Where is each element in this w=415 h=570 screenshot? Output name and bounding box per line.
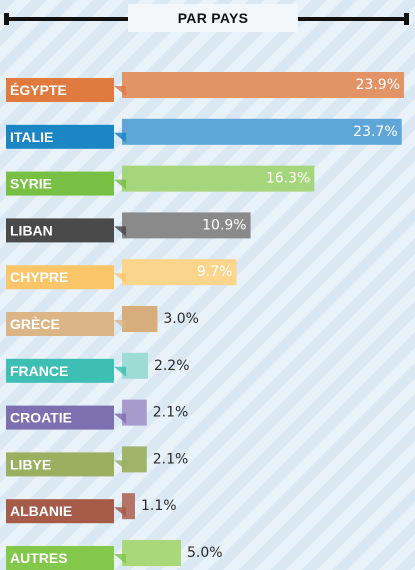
- category-label-france: FRANCE: [10, 363, 68, 379]
- bar-fold-chypre: [114, 273, 126, 284]
- category-label-autres: AUTRES: [10, 550, 68, 566]
- category-label-libye: LIBYE: [10, 456, 51, 472]
- bar-fold-egypte: [114, 86, 126, 96]
- chart-header: PAR PAYS: [0, 0, 415, 40]
- value-label-france: 2.2%: [154, 358, 190, 374]
- bar-fold-france: [114, 366, 126, 377]
- bar-fold-autres: [114, 554, 126, 564]
- category-label-croatie: CROATIE: [10, 410, 72, 426]
- category-label-box-albanie: [6, 499, 114, 524]
- category-label-box-grece: [6, 312, 114, 336]
- category-label-chypre: CHYPRE: [10, 269, 68, 285]
- category-label-box-syrie: [6, 171, 114, 196]
- bar-croatie: [122, 399, 147, 426]
- value-label-egypte: 23.9%: [356, 77, 400, 93]
- header-rule-cap-right: [404, 13, 409, 25]
- category-label-egypte: ÉGYPTE: [10, 82, 67, 98]
- category-label-albanie: ALBANIE: [10, 503, 72, 519]
- category-label-box-france: [6, 358, 114, 383]
- category-label-syrie: SYRIE: [10, 176, 52, 192]
- bar-chypre: [122, 259, 237, 286]
- category-label-box-liban: [6, 218, 114, 243]
- category-label-liban: LIBAN: [10, 222, 53, 238]
- value-label-libye: 2.1%: [153, 451, 189, 467]
- value-label-albanie: 1.1%: [141, 498, 177, 514]
- chart-title: PAR PAYS: [128, 4, 298, 32]
- bar-egypte: [122, 72, 405, 98]
- header-rule-right: [298, 17, 405, 21]
- category-label-box-italie: [6, 124, 114, 149]
- bar-fold-libye: [114, 460, 126, 471]
- category-label-box-autres: [6, 546, 114, 570]
- header-rule-left: [6, 17, 128, 21]
- bar-france: [122, 352, 148, 379]
- value-label-italie: 23.7%: [353, 124, 397, 140]
- category-label-box-egypte: [6, 78, 114, 102]
- bar-fold-croatie: [114, 413, 126, 424]
- category-label-box-croatie: [6, 405, 114, 430]
- value-label-grece: 3.0%: [163, 311, 199, 327]
- bar-liban: [122, 212, 251, 239]
- bar-fold-grece: [114, 320, 126, 330]
- bar-fold-syrie: [114, 179, 126, 190]
- bar-autres: [122, 540, 181, 566]
- bar-libye: [122, 446, 147, 473]
- header-rule-cap-left: [4, 13, 9, 25]
- category-label-grece: GRÈCE: [10, 316, 60, 332]
- category-label-italie: ITALIE: [10, 129, 53, 145]
- value-label-chypre: 9.7%: [197, 264, 233, 280]
- category-label-box-chypre: [6, 265, 114, 290]
- bar-syrie: [122, 165, 315, 192]
- category-label-box-libye: [6, 452, 114, 477]
- value-label-croatie: 2.1%: [153, 405, 189, 421]
- bar-fold-italie: [114, 132, 126, 143]
- value-label-liban: 10.9%: [202, 217, 246, 233]
- value-label-autres: 5.0%: [187, 545, 223, 561]
- value-label-syrie: 16.3%: [266, 171, 310, 187]
- bar-fold-albanie: [114, 507, 126, 518]
- bar-italie: [122, 118, 402, 145]
- bar-fold-liban: [114, 226, 126, 237]
- bar-grece: [122, 306, 158, 332]
